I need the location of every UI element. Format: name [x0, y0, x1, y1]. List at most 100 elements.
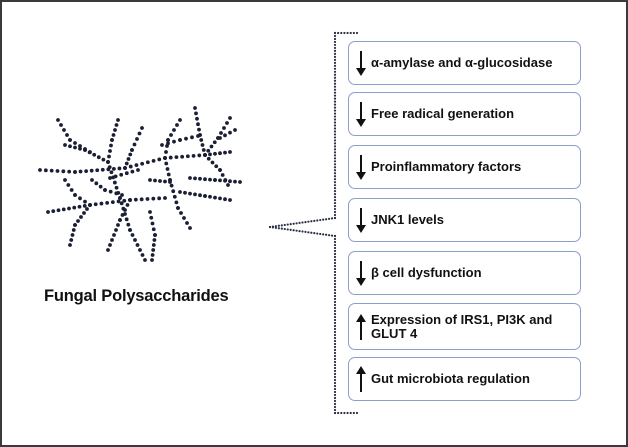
sugar-unit-dot — [218, 151, 222, 156]
sugar-unit-dot — [200, 143, 205, 147]
sugar-unit-dot — [185, 221, 189, 225]
sugar-unit-dot — [150, 253, 155, 257]
effect-box: JNK1 levels — [348, 198, 581, 242]
sugar-unit-dot — [198, 193, 202, 198]
sugar-unit-dot — [110, 138, 114, 142]
sugar-unit-dot — [93, 202, 98, 207]
sugar-unit-dot — [169, 183, 174, 188]
sugar-unit-dot — [179, 211, 183, 215]
sugar-unit-dot — [73, 145, 77, 150]
sugar-unit-dot — [228, 150, 232, 154]
sugar-unit-dot — [61, 207, 66, 212]
sugar-unit-dot — [62, 128, 66, 132]
sugar-unit-dot — [223, 178, 227, 183]
sugar-unit-dot — [124, 171, 129, 176]
sugar-unit-dot — [70, 233, 75, 237]
sugar-unit-dot — [238, 180, 242, 184]
sugar-unit-dot — [116, 118, 120, 122]
sugar-unit-dot — [119, 172, 124, 177]
arrow-up-icon — [356, 313, 366, 340]
sugar-unit-dot — [108, 149, 112, 153]
sugar-unit-dot — [191, 153, 196, 158]
sugar-unit-dot — [185, 154, 190, 159]
sugar-unit-dot — [220, 173, 225, 177]
sugar-unit-dot — [228, 179, 232, 184]
sugar-unit-dot — [77, 204, 82, 209]
sugar-unit-dot — [114, 185, 119, 190]
sugar-unit-dot — [128, 164, 133, 169]
sugar-unit-dot — [143, 258, 147, 262]
sugar-unit-dot — [196, 122, 200, 127]
sugar-unit-dot — [195, 116, 199, 121]
sugar-unit-dot — [106, 248, 110, 252]
sugar-unit-dot — [88, 203, 92, 207]
sugar-unit-dot — [43, 168, 48, 173]
sugar-unit-dot — [63, 143, 67, 147]
sugar-unit-dot — [108, 189, 113, 194]
sugar-unit-dot — [109, 143, 113, 148]
sugar-unit-dot — [107, 154, 111, 159]
sugar-unit-dot — [130, 148, 134, 152]
sugar-unit-dot — [193, 176, 197, 181]
sugar-unit-dot — [128, 228, 132, 232]
sugar-unit-dot — [68, 138, 72, 142]
sugar-unit-dot — [160, 143, 164, 147]
sugar-unit-dot — [112, 233, 116, 237]
sugar-unit-dot — [111, 133, 116, 137]
sugar-unit-dot — [126, 222, 131, 227]
arrow-up-icon — [356, 366, 366, 392]
sugar-unit-dot — [56, 208, 61, 213]
sugar-unit-dot — [73, 223, 77, 227]
sugar-unit-dot — [84, 169, 89, 174]
sugar-unit-dot — [201, 148, 206, 152]
sugar-unit-dot — [119, 201, 124, 206]
sugar-unit-dot — [218, 136, 222, 140]
sugar-unit-dot — [101, 157, 106, 162]
effect-box: Gut microbiota regulation — [348, 357, 581, 401]
sugar-unit-dot — [148, 178, 152, 182]
sugar-unit-dot — [168, 180, 172, 184]
sugar-unit-dot — [67, 206, 71, 211]
sugar-unit-dot — [151, 227, 156, 232]
effect-label: Free radical generation — [371, 106, 515, 121]
sugar-unit-dot — [223, 197, 227, 202]
sugar-unit-dot — [120, 213, 125, 217]
sugar-unit-dot — [169, 133, 173, 137]
sugar-unit-dot — [114, 191, 119, 196]
sugar-unit-dot — [213, 151, 217, 156]
sugar-unit-dot — [103, 188, 107, 192]
sugar-unit-dot — [233, 128, 237, 132]
sugar-unit-dot — [223, 133, 227, 138]
polysaccharide-network-icon — [38, 106, 242, 262]
effect-label: Gut microbiota regulation — [371, 371, 530, 386]
sugar-unit-dot — [73, 141, 77, 145]
sugar-unit-dot — [68, 243, 72, 247]
sugar-unit-dot — [59, 123, 63, 127]
sugar-unit-dot — [67, 169, 72, 174]
sugar-unit-dot — [175, 123, 179, 127]
sugar-unit-dot — [140, 161, 145, 166]
sugar-unit-dot — [55, 169, 60, 173]
sugar-unit-dot — [125, 203, 130, 207]
sugar-unit-dot — [157, 157, 162, 162]
sugar-unit-dot — [114, 123, 119, 127]
sugar-unit-dot — [88, 150, 92, 154]
sugar-unit-dot — [196, 134, 200, 138]
effect-label: JNK1 levels — [371, 212, 444, 227]
sugar-unit-dot — [83, 147, 87, 151]
sugar-unit-dot — [123, 208, 127, 212]
sugar-unit-dot — [110, 238, 114, 242]
arrow-down-icon — [356, 208, 366, 233]
sugar-unit-dot — [145, 160, 150, 165]
sugar-unit-dot — [68, 144, 72, 149]
sugar-unit-dot — [128, 152, 133, 157]
effect-box: Free radical generation — [348, 92, 581, 136]
sugar-unit-dot — [78, 196, 82, 201]
sugar-unit-dot — [137, 131, 142, 136]
sugar-unit-dot — [151, 248, 156, 252]
sugar-unit-dot — [174, 200, 179, 205]
sugar-unit-dot — [197, 153, 202, 158]
sugar-unit-dot — [213, 178, 217, 182]
sugar-unit-dot — [157, 196, 162, 201]
arrow-down-icon — [356, 261, 366, 286]
